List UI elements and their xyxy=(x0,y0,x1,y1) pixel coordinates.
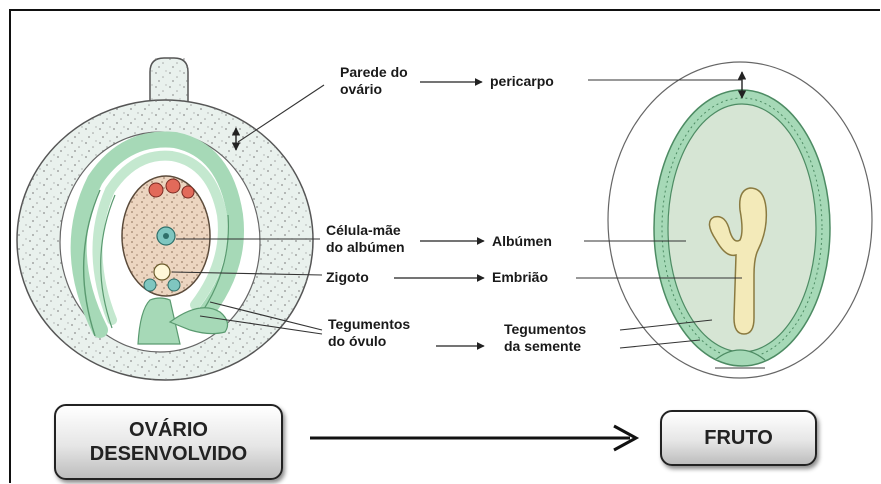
antipodal-cell xyxy=(181,185,195,199)
box-line: OVÁRIO xyxy=(129,419,208,441)
leader-lines xyxy=(171,79,742,349)
ovario-box: OVÁRIO DESENVOLVIDO xyxy=(54,404,283,480)
label-line: Tegumentos xyxy=(328,316,411,332)
label-line: do óvulo xyxy=(328,333,387,349)
ovule-inner-integument xyxy=(92,150,228,325)
antipodal-cell xyxy=(148,182,164,198)
label-zigoto: Zigoto xyxy=(326,269,369,285)
synergid-cell xyxy=(143,278,157,292)
label-albumen: Albúmen xyxy=(492,233,552,249)
label-line: Célula-mãe xyxy=(326,222,401,238)
label-tegumentos-semente: Tegumentos da semente xyxy=(504,321,586,355)
embryo xyxy=(708,187,768,335)
development-arrow xyxy=(310,424,640,452)
label-celula-mae: Célula-mãe do albúmen xyxy=(326,222,405,256)
label-tegumentos-ovulo: Tegumentos do óvulo xyxy=(328,316,410,350)
box-line: DESENVOLVIDO xyxy=(89,443,248,465)
synergid-cell xyxy=(167,278,181,292)
label-line: Parede do xyxy=(340,64,408,80)
label-embriao: Embrião xyxy=(492,269,549,285)
label-line: ovário xyxy=(340,81,383,97)
label-line: Tegumentos xyxy=(504,321,587,337)
label-parede-do-ovario: Parede do ovário xyxy=(340,64,408,98)
label-line: da semente xyxy=(504,338,582,354)
wall-thickness-marker xyxy=(231,71,747,151)
zygote xyxy=(153,263,171,281)
fruit-drawing xyxy=(607,61,873,379)
label-pericarpo: pericarpo xyxy=(490,73,554,89)
label-line: do albúmen xyxy=(326,239,405,255)
fruto-box: FRUTO xyxy=(660,410,817,466)
ovary-drawing xyxy=(16,57,314,381)
ovule-outer-integument xyxy=(70,131,244,338)
transformation-arrows xyxy=(394,78,485,350)
antipodal-cell xyxy=(165,178,181,194)
figure-frame xyxy=(9,9,880,483)
